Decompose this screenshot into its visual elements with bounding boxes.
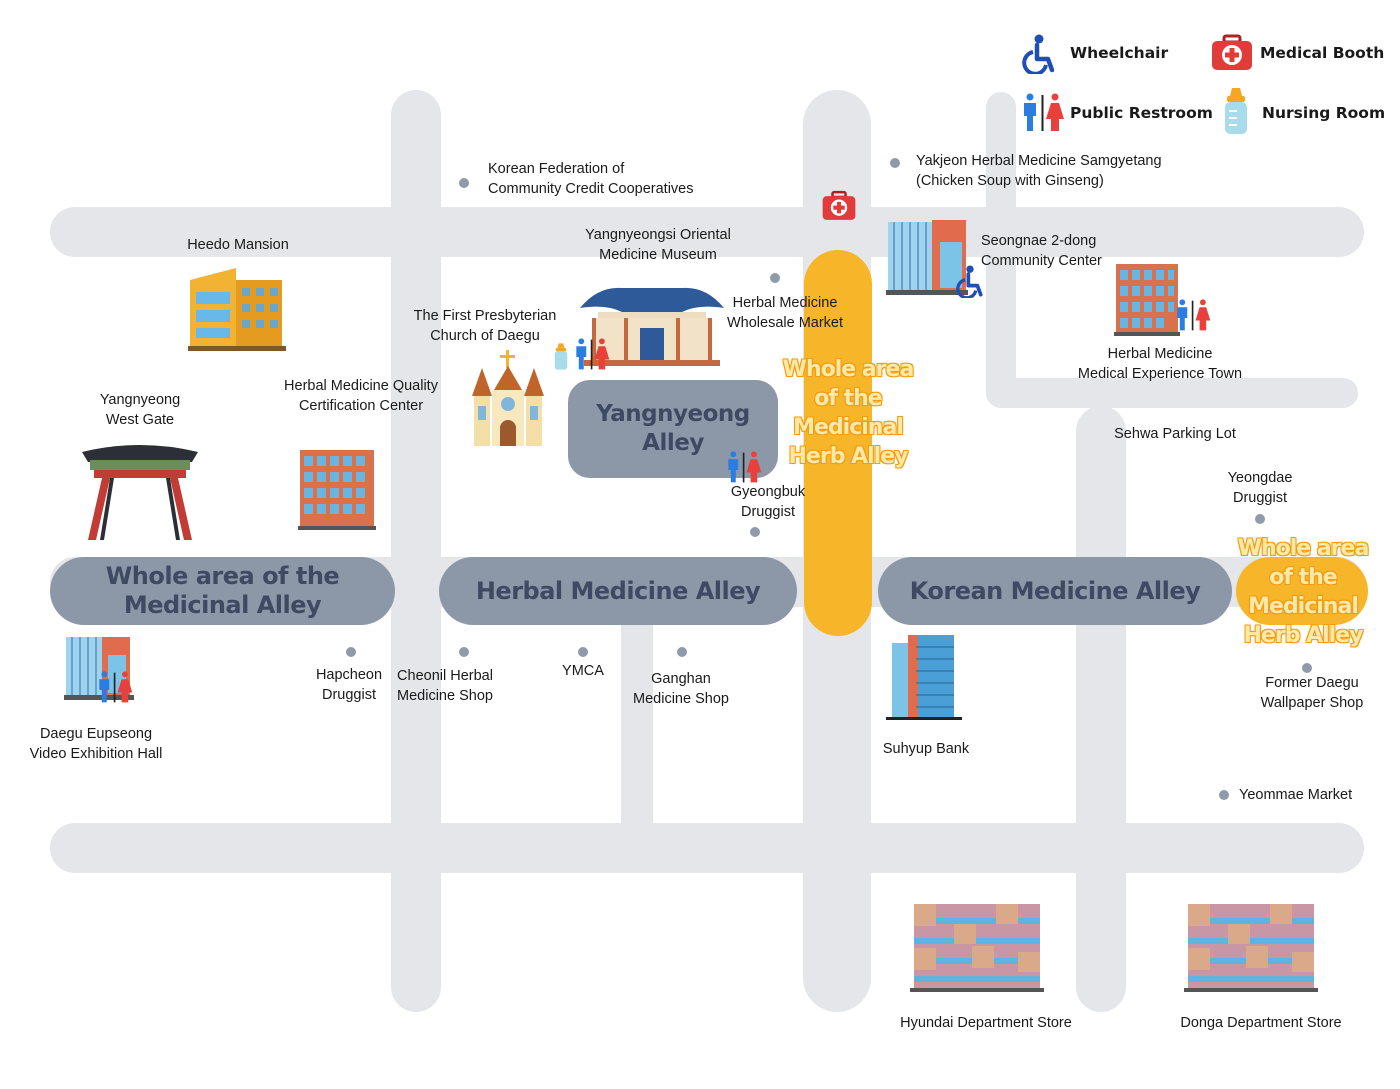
label-church: The First Presbyterian Church of Daegu [413, 308, 557, 344]
road-ymca-lane [621, 607, 653, 831]
whole-area-herb-alley-right-label: Whole area of the Medicinal Herb Alley [1237, 536, 1370, 648]
medical-booth-icon [1212, 34, 1252, 70]
label-donga: Donga Department Store [1180, 1015, 1342, 1031]
location-dot [346, 647, 356, 657]
road-south [50, 823, 1364, 873]
label-hyundai: Hyundai Department Store [900, 1015, 1072, 1031]
label-heedo: Heedo Mansion [187, 237, 289, 253]
location-dot [1219, 790, 1229, 800]
building-icon [188, 268, 286, 351]
location-dot [1302, 663, 1312, 673]
label-yakjeon: Yakjeon Herbal Medicine Samgyetang (Chic… [916, 153, 1162, 189]
legend-public-restroom-label: Public Restroom [1070, 104, 1213, 122]
building-icon [886, 220, 968, 295]
label-kfcc: Korean Federation of Community Credit Co… [488, 161, 694, 197]
label-eupseong: Daegu Eupseong Video Exhibition Hall [29, 726, 163, 762]
korean-medicine-alley: Korean Medicine Alley [878, 557, 1232, 625]
label-ymca: YMCA [562, 663, 604, 679]
wheelchair-icon [956, 265, 983, 298]
whole-area-medicinal-alley: Whole area of the Medicinal Alley [50, 557, 395, 625]
location-dot [459, 647, 469, 657]
wheelchair-icon [1022, 34, 1055, 74]
label-quality: Herbal Medicine Quality Certification Ce… [284, 378, 438, 414]
label-westgate: Yangnyeong West Gate [99, 392, 181, 428]
restroom-icon [99, 671, 133, 703]
road-east-upper [986, 92, 1016, 406]
road-east-connector [986, 378, 1358, 408]
location-dot [890, 158, 900, 168]
restroom-icon [1177, 299, 1211, 331]
medical-booth-icon [822, 190, 856, 220]
medicinal-herb-alley-strip [804, 250, 872, 636]
restroom-icon [576, 338, 610, 370]
location-dot [770, 273, 780, 283]
whole-area-herb-alley-center-label: Whole area of the Medicinal Herb Alley [782, 357, 915, 469]
label-experience: Herbal Medicine Medical Experience Town [1077, 346, 1243, 382]
hanok-icon [580, 287, 724, 366]
label-cheonil: Cheonil Herbal Medicine Shop [397, 668, 493, 704]
legend-medical-booth-label: Medical Booth [1260, 44, 1385, 62]
location-dot [459, 178, 469, 188]
label-yeommae: Yeommae Market [1239, 787, 1353, 803]
label-wholesale: Herbal Medicine Wholesale Market [726, 295, 844, 331]
location-dot [1255, 514, 1265, 524]
label-gyeongbuk: Gyeongbuk Druggist [730, 484, 806, 520]
building-icon [886, 635, 962, 720]
location-dot [578, 647, 588, 657]
building-icon [298, 450, 376, 530]
road-north [50, 207, 1364, 257]
medicinal-herb-alley-right-blob [1236, 557, 1368, 625]
label-museum: Yangnyeongsi Oriental Medicine Museum [585, 227, 731, 263]
label-suhyup: Suhyup Bank [882, 741, 970, 757]
yangnyeong-alley: Yangnyeong Alley [568, 380, 778, 478]
nursing-room-icon [554, 343, 568, 370]
building-icon [1114, 264, 1180, 336]
nursing-room-icon [1225, 88, 1247, 134]
gate-icon [82, 445, 198, 540]
label-hapcheon: Hapcheon Druggist [315, 667, 383, 703]
location-dot [750, 527, 760, 537]
label-ganghan: Ganghan Medicine Shop [633, 671, 729, 707]
label-yeongdae: Yeongdae Druggist [1227, 470, 1293, 506]
church-icon [472, 350, 544, 446]
label-sehwa: Sehwa Parking Lot [1114, 426, 1236, 442]
road-west [391, 90, 441, 1012]
label-seongnae: Seongnae 2-dong Community Center [981, 233, 1102, 269]
legend-wheelchair-label: Wheelchair [1070, 44, 1169, 62]
department-store-icon [1184, 904, 1318, 992]
department-store-icon [910, 904, 1044, 992]
legend-nursing-room-label: Nursing Room [1262, 104, 1386, 122]
restroom-icon [1024, 93, 1064, 131]
location-dot [677, 647, 687, 657]
label-wallpaper: Former Daegu Wallpaper Shop [1260, 675, 1364, 711]
herbal-medicine-alley: Herbal Medicine Alley [439, 557, 797, 625]
restroom-icon [728, 451, 762, 483]
road-east-lower [1076, 406, 1126, 1012]
